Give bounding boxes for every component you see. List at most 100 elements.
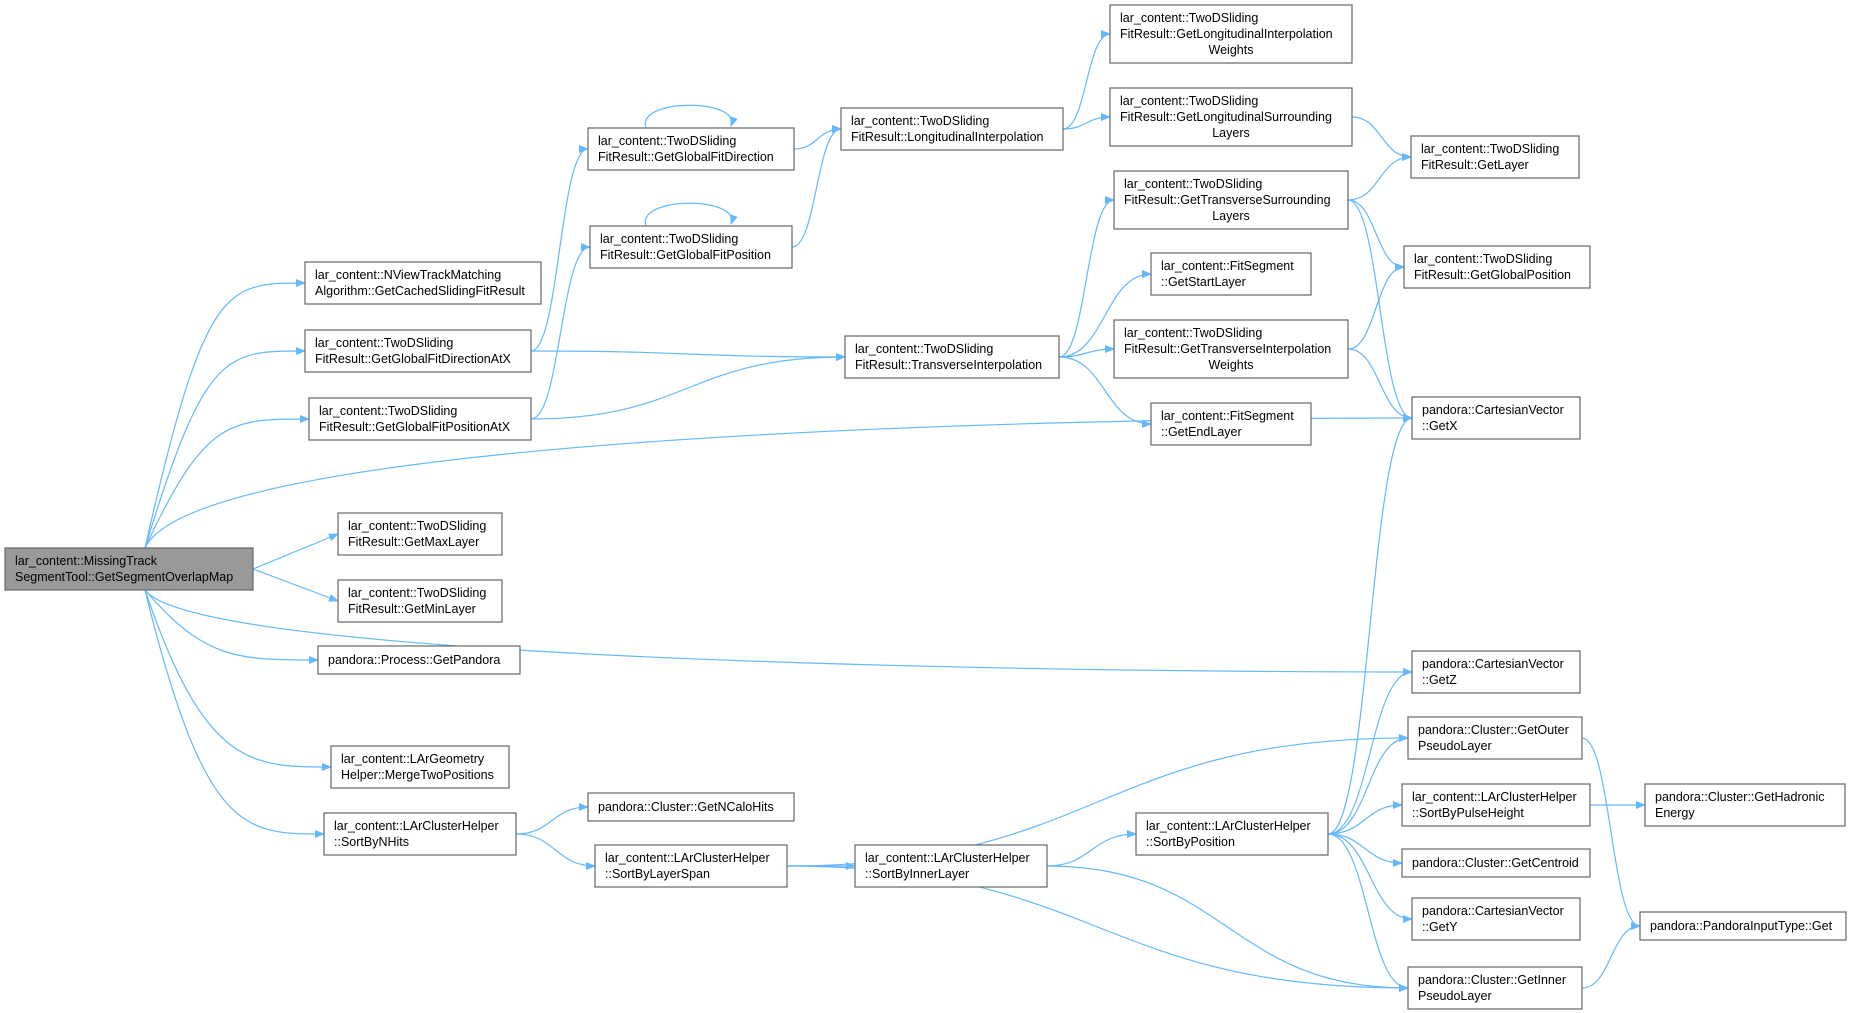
node-label: ::SortByLayerSpan — [605, 867, 710, 881]
edge-root-to-getPandora — [144, 589, 319, 664]
node-label: lar_content::TwoDSliding — [1421, 142, 1559, 156]
node-label: lar_content::TwoDSliding — [348, 519, 486, 533]
node-label: Helper::MergeTwoPositions — [341, 768, 494, 782]
graph-node-cached[interactable]: lar_content::NViewTrackMatchingAlgorithm… — [304, 261, 542, 305]
node-label: ::GetX — [1422, 419, 1458, 433]
graph-node-sortByNHits[interactable]: lar_content::LArClusterHelper::SortByNHi… — [323, 812, 517, 856]
node-label: FitResult::GetGlobalFitDirection — [598, 150, 774, 164]
node-label: lar_content::FitSegment — [1161, 259, 1294, 273]
graph-node-getZ[interactable]: pandora::CartesianVector::GetZ — [1411, 650, 1581, 694]
graph-node-maxLayer[interactable]: lar_content::TwoDSlidingFitResult::GetMa… — [337, 512, 503, 556]
edge-root-to-getZ — [144, 589, 1413, 676]
node-label: Weights — [1209, 43, 1254, 57]
graph-node-endLayer[interactable]: lar_content::FitSegment::GetEndLayer — [1150, 402, 1312, 446]
edge-root-to-sortByNHits — [144, 589, 325, 838]
node-box — [1411, 396, 1581, 440]
node-label: Algorithm::GetCachedSlidingFitResult — [315, 284, 525, 298]
graph-node-minLayer[interactable]: lar_content::TwoDSlidingFitResult::GetMi… — [337, 579, 503, 623]
node-label: FitResult::GetTransverseSurrounding — [1124, 193, 1331, 207]
graph-node-transInterp[interactable]: lar_content::TwoDSlidingFitResult::Trans… — [844, 335, 1060, 379]
node-box — [1639, 911, 1847, 941]
graph-node-getY[interactable]: pandora::CartesianVector::GetY — [1411, 897, 1581, 941]
node-label: ::GetEndLayer — [1161, 425, 1242, 439]
graph-node-getNCaloHits[interactable]: pandora::Cluster::GetNCaloHits — [587, 792, 795, 822]
node-label: pandora::Process::GetPandora — [328, 653, 500, 667]
edges-layer — [144, 30, 1646, 992]
edge-sortByPosition-to-outerPseudo — [1327, 734, 1409, 835]
graph-node-longInterpW[interactable]: lar_content::TwoDSlidingFitResult::GetLo… — [1109, 4, 1353, 64]
graph-node-transInterpW[interactable]: lar_content::TwoDSlidingFitResult::GetTr… — [1113, 319, 1349, 379]
edge-gfdAtX-to-transInterp — [530, 350, 846, 361]
node-box — [1411, 897, 1581, 941]
graph-node-getGlobalPos[interactable]: lar_content::TwoDSlidingFitResult::GetGl… — [1403, 245, 1591, 289]
graph-node-longSurr[interactable]: lar_content::TwoDSlidingFitResult::GetLo… — [1109, 87, 1353, 147]
node-label: ::SortByNHits — [334, 835, 409, 849]
graph-node-getX[interactable]: pandora::CartesianVector::GetX — [1411, 396, 1581, 440]
graph-node-gfpAtX[interactable]: lar_content::TwoDSlidingFitResult::GetGl… — [308, 397, 532, 441]
node-box — [1407, 966, 1583, 1010]
edge-sortByNHits-to-getNCaloHits — [515, 803, 589, 835]
graph-node-getLayer[interactable]: lar_content::TwoDSlidingFitResult::GetLa… — [1410, 135, 1580, 179]
node-box — [587, 127, 795, 171]
graph-node-gfp[interactable]: lar_content::TwoDSlidingFitResult::GetGl… — [589, 225, 793, 269]
node-label: pandora::CartesianVector — [1422, 403, 1564, 417]
edge-root-to-mergeTwo — [144, 589, 332, 771]
node-label: FitResult::GetLayer — [1421, 158, 1529, 172]
node-label: lar_content::TwoDSliding — [851, 114, 989, 128]
node-label: ::GetStartLayer — [1161, 275, 1246, 289]
node-label: FitResult::GetGlobalFitDirectionAtX — [315, 352, 512, 366]
node-label: FitResult::GetGlobalPosition — [1414, 268, 1571, 282]
node-label: FitResult::GetTransverseInterpolation — [1124, 342, 1331, 356]
node-label: FitResult::GetGlobalFitPositionAtX — [319, 420, 511, 434]
edge-gfd-to-gfd — [645, 104, 738, 129]
graph-node-sortByLayerSpan[interactable]: lar_content::LArClusterHelper::SortByLay… — [594, 844, 788, 888]
edge-root-to-minLayer — [252, 568, 339, 602]
graph-node-transSurr[interactable]: lar_content::TwoDSlidingFitResult::GetTr… — [1113, 170, 1349, 230]
node-label: pandora::CartesianVector — [1422, 657, 1564, 671]
nodes-layer: lar_content::MissingTrackSegmentTool::Ge… — [4, 4, 1847, 1010]
node-label: pandora::Cluster::GetHadronic — [1655, 790, 1825, 804]
edge-longInterp-to-longSurr — [1062, 113, 1111, 130]
graph-node-longInterp[interactable]: lar_content::TwoDSlidingFitResult::Longi… — [840, 107, 1064, 151]
graph-node-getPandora[interactable]: pandora::Process::GetPandora — [317, 645, 521, 675]
edge-sortByPosition-to-centroid — [1327, 833, 1403, 867]
node-box — [1113, 319, 1349, 379]
node-label: FitResult::LongitudinalInterpolation — [851, 130, 1044, 144]
graph-node-inputGet[interactable]: pandora::PandoraInputType::Get — [1639, 911, 1847, 941]
edge-transInterp-to-transSurr — [1058, 196, 1115, 358]
node-label: lar_content::LArGeometry — [341, 752, 485, 766]
node-box — [317, 645, 521, 675]
node-box — [594, 844, 788, 888]
node-box — [1150, 252, 1312, 296]
edge-sortByInnerLayer-to-innerPseudo — [1046, 865, 1409, 992]
graph-node-startLayer[interactable]: lar_content::FitSegment::GetStartLayer — [1150, 252, 1312, 296]
node-label: lar_content::TwoDSliding — [1124, 326, 1262, 340]
graph-node-gfdAtX[interactable]: lar_content::TwoDSlidingFitResult::GetGl… — [304, 329, 532, 373]
edge-gfpAtX-to-transInterp — [530, 353, 846, 420]
edge-gfdAtX-to-gfd — [530, 145, 589, 352]
graph-node-gfd[interactable]: lar_content::TwoDSlidingFitResult::GetGl… — [587, 127, 795, 171]
node-label: lar_content::TwoDSliding — [315, 336, 453, 350]
edge-sortByPosition-to-getX — [1327, 414, 1413, 835]
node-label: Energy — [1655, 806, 1695, 820]
node-label: lar_content::NViewTrackMatching — [315, 268, 501, 282]
edge-longInterp-to-longInterpW — [1062, 30, 1111, 130]
graph-node-sortByInnerLayer[interactable]: lar_content::LArClusterHelper::SortByInn… — [854, 844, 1048, 888]
node-box — [589, 225, 793, 269]
node-label: lar_content::TwoDSliding — [600, 232, 738, 246]
node-box — [337, 579, 503, 623]
node-box — [1401, 783, 1591, 827]
node-box — [844, 335, 1060, 379]
graph-node-sortByPulse[interactable]: lar_content::LArClusterHelper::SortByPul… — [1401, 783, 1591, 827]
graph-node-root[interactable]: lar_content::MissingTrackSegmentTool::Ge… — [4, 547, 254, 591]
graph-node-sortByPosition[interactable]: lar_content::LArClusterHelper::SortByPos… — [1135, 812, 1329, 856]
node-label: FitResult::GetLongitudinalSurrounding — [1120, 110, 1332, 124]
node-label: pandora::Cluster::GetNCaloHits — [598, 800, 774, 814]
node-box — [1135, 812, 1329, 856]
graph-node-mergeTwo[interactable]: lar_content::LArGeometryHelper::MergeTwo… — [330, 745, 510, 789]
graph-node-centroid[interactable]: pandora::Cluster::GetCentroid — [1401, 848, 1591, 878]
node-label: pandora::Cluster::GetInner — [1418, 973, 1566, 987]
